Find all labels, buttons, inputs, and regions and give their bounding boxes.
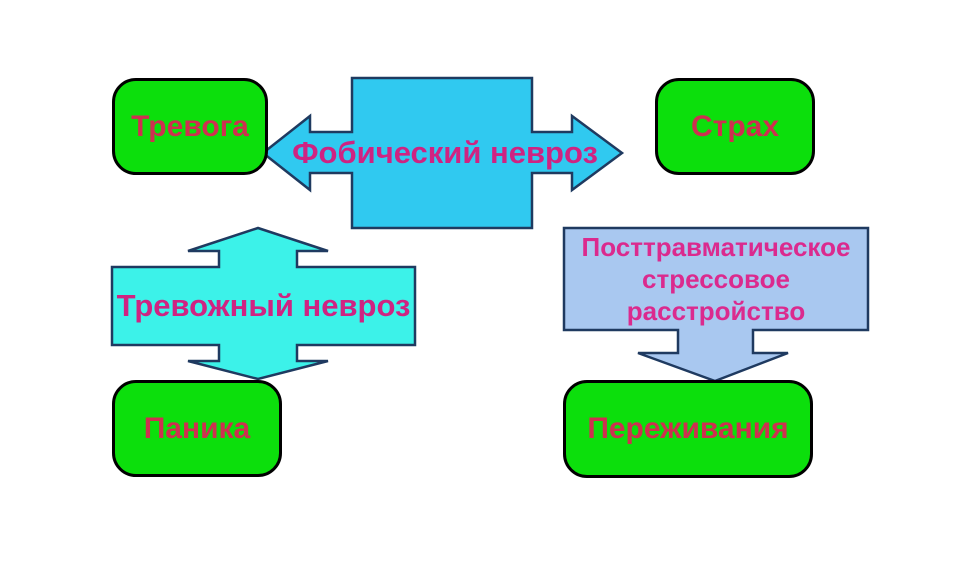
node-trevoga-label: Тревога <box>131 109 249 143</box>
node-strah-label: Страх <box>690 109 780 143</box>
left-right-double-arrow-shape <box>260 76 625 230</box>
node-strah: Страх <box>655 78 815 175</box>
ptsd-box-down-arrow-shape <box>562 226 870 383</box>
node-panika: Паника <box>112 380 282 477</box>
node-perezhivaniya-label: Переживания <box>587 412 789 445</box>
node-trevoga: Тревога <box>112 78 268 175</box>
node-panika-label: Паника <box>143 411 251 445</box>
up-down-double-arrow-shape <box>110 226 417 381</box>
node-perezhivaniya: Переживания <box>563 380 813 478</box>
